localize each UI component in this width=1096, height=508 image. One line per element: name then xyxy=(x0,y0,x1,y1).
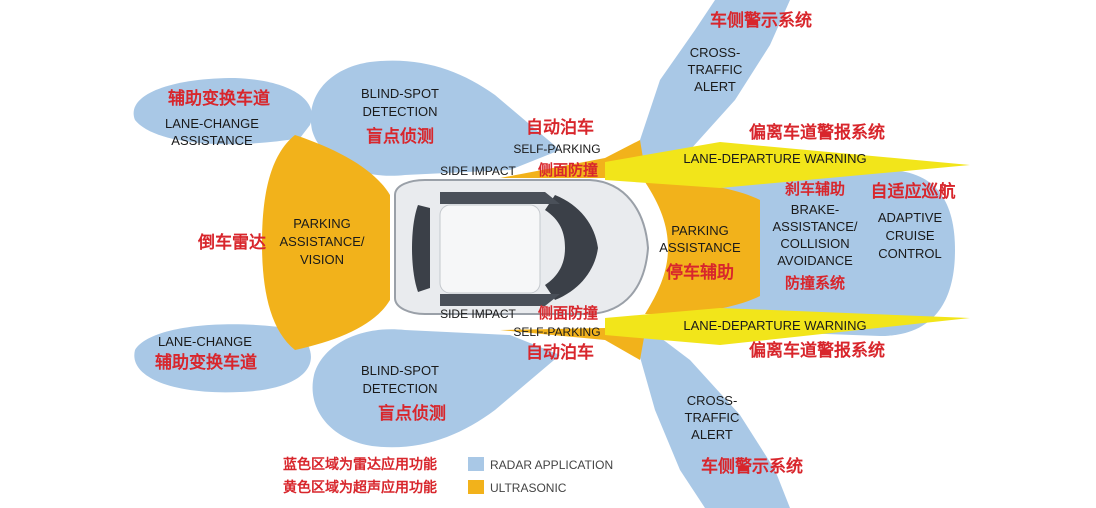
parking-rear-en-1: PARKING xyxy=(293,216,351,231)
parking-front-en-1: PARKING xyxy=(671,223,729,238)
legend-ultrasonic-swatch xyxy=(468,480,484,494)
brake-zh: 刹车辅助 xyxy=(785,180,845,198)
parking-rear-en-3: VISION xyxy=(300,252,344,267)
cross-traffic-bottom-en-1: CROSS- xyxy=(687,393,738,408)
self-parking-top-zh: 自动泊车 xyxy=(526,117,594,138)
cross-traffic-top-en-2: TRAFFIC xyxy=(688,62,743,77)
blind-spot-bottom-zh: 盲点侦测 xyxy=(378,403,446,424)
lane-change-top-en-2: ASSISTANCE xyxy=(171,133,253,148)
self-parking-bottom-en: SELF-PARKING xyxy=(513,325,600,339)
side-impact-top-zh: 侧面防撞 xyxy=(538,161,598,179)
lane-departure-top-en: LANE-DEPARTURE WARNING xyxy=(683,151,866,166)
blind-spot-bottom-en-2: DETECTION xyxy=(362,381,437,396)
cross-traffic-bottom-zh: 车侧警示系统 xyxy=(701,456,803,477)
cross-traffic-bottom-en-3: ALERT xyxy=(691,427,733,442)
lane-departure-beam-top xyxy=(605,142,970,188)
car-rear-window xyxy=(412,205,430,292)
car-roof xyxy=(439,204,541,294)
legend-ultrasonic-zh: 黄色区域为超声应用功能 xyxy=(283,479,437,496)
self-parking-bottom-zh: 自动泊车 xyxy=(526,342,594,363)
cross-traffic-top-zh: 车侧警示系统 xyxy=(710,10,812,31)
car-top-view xyxy=(394,179,650,315)
radar-zone-cross-traffic-bottom xyxy=(635,326,790,508)
acc-en-2: CRUISE xyxy=(885,228,934,243)
blind-spot-bottom-en-1: BLIND-SPOT xyxy=(361,363,439,378)
side-impact-top-en: SIDE IMPACT xyxy=(440,164,516,178)
parking-rear-zh: 倒车雷达 xyxy=(197,232,266,253)
blind-spot-top-en-2: DETECTION xyxy=(362,104,437,119)
lane-departure-bottom-en: LANE-DEPARTURE WARNING xyxy=(683,318,866,333)
parking-front-zh: 停车辅助 xyxy=(666,262,734,283)
brake-en-2: ASSISTANCE/ xyxy=(772,219,857,234)
ultrasonic-zone-front xyxy=(645,181,760,315)
brake-en-3: COLLISION xyxy=(780,236,849,251)
radar-zone-lane-change-bottom xyxy=(134,324,311,393)
legend-radar-swatch xyxy=(468,457,484,471)
blind-spot-top-zh: 盲点侦测 xyxy=(366,126,434,147)
brake-zh-2: 防撞系统 xyxy=(785,274,845,292)
self-parking-top-en: SELF-PARKING xyxy=(513,142,600,156)
legend-ultrasonic-en: ULTRASONIC xyxy=(490,481,567,495)
acc-en-1: ADAPTIVE xyxy=(878,210,943,225)
lane-change-bottom-zh: 辅助变换车道 xyxy=(155,352,257,373)
cross-traffic-top-en-3: ALERT xyxy=(694,79,736,94)
legend-radar-zh: 蓝色区域为雷达应用功能 xyxy=(283,456,437,473)
radar-zone-blind-spot-top xyxy=(310,60,560,176)
lane-change-top-zh: 辅助变换车道 xyxy=(168,88,270,109)
lane-departure-bottom-zh: 偏离车道警报系统 xyxy=(749,340,885,361)
parking-front-en-2: ASSISTANCE xyxy=(659,240,741,255)
lane-departure-beam-bottom xyxy=(605,308,970,345)
lane-change-top-en-1: LANE-CHANGE xyxy=(165,116,259,131)
car-side-window-top xyxy=(440,192,560,204)
car-windshield xyxy=(545,195,598,300)
brake-en-4: AVOIDANCE xyxy=(777,253,853,268)
legend-radar-en: RADAR APPLICATION xyxy=(490,458,613,472)
cross-traffic-top-en-1: CROSS- xyxy=(690,45,741,60)
car-side-window-bottom xyxy=(440,294,560,306)
ultrasonic-zone-rear xyxy=(262,135,390,350)
cross-traffic-bottom-en-2: TRAFFIC xyxy=(685,410,740,425)
lane-departure-top-zh: 偏离车道警报系统 xyxy=(749,122,885,143)
brake-en-1: BRAKE- xyxy=(791,202,839,217)
legend: 蓝色区域为雷达应用功能 RADAR APPLICATION 黄色区域为超声应用功… xyxy=(283,456,613,496)
side-impact-bottom-en: SIDE IMPACT xyxy=(440,307,516,321)
acc-zh: 自适应巡航 xyxy=(871,181,956,202)
radar-zone-blind-spot-bottom xyxy=(312,329,560,448)
radar-zone-cross-traffic-top xyxy=(635,0,790,182)
lane-change-bottom-en: LANE-CHANGE xyxy=(158,334,252,349)
acc-en-3: CONTROL xyxy=(878,246,942,261)
blind-spot-top-en-1: BLIND-SPOT xyxy=(361,86,439,101)
ultrasonic-zone-self-parking-bottom xyxy=(500,328,645,360)
side-impact-bottom-zh: 侧面防撞 xyxy=(538,304,598,322)
radar-zone-front-long-range xyxy=(720,169,955,336)
radar-zone-lane-change-top xyxy=(133,78,312,145)
parking-rear-en-2: ASSISTANCE/ xyxy=(279,234,364,249)
